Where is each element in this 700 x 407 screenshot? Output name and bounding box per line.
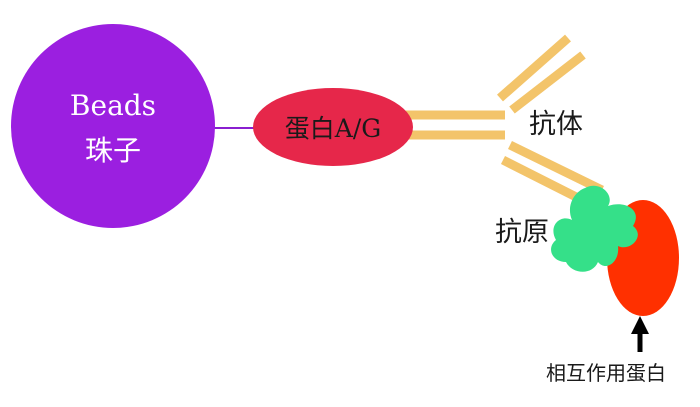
- antigen-label: 抗原: [495, 217, 549, 248]
- antigen: [551, 185, 638, 272]
- antibody: [405, 34, 604, 210]
- bead-label-en: Beads: [70, 89, 156, 122]
- bead: [11, 24, 215, 228]
- interacting-protein-label: 相互作用蛋白: [546, 361, 666, 385]
- antibody-label: 抗体: [529, 109, 583, 140]
- arrow-up-icon: [631, 316, 649, 352]
- antibody-lower-arm-a: [508, 140, 604, 195]
- bead-label-zh: 珠子: [85, 134, 141, 167]
- arrow-head: [631, 316, 649, 334]
- antibody-upper-arm-b: [509, 51, 586, 114]
- antibody-upper-arm-a: [497, 34, 571, 102]
- protein-ag: [253, 88, 413, 166]
- protein-ag-label: 蛋白A/G: [285, 114, 381, 143]
